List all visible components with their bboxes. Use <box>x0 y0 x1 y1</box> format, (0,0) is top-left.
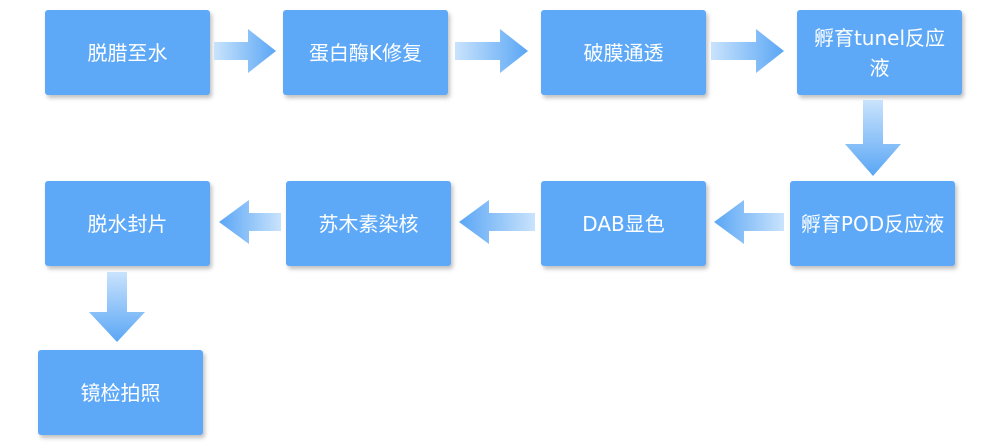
arrow-left-3 <box>219 200 281 244</box>
step-hematoxylin: 苏木素染核 <box>286 181 451 266</box>
arrow-down-2 <box>89 272 145 342</box>
arrow-left-1 <box>714 200 784 244</box>
step-tunel-incubation: 孵育tunel反应液 <box>797 10 962 95</box>
step-proteinase-k-repair: 蛋白酶K修复 <box>283 10 448 95</box>
arrow-right-2 <box>455 29 528 73</box>
step-permeabilize: 破膜通透 <box>541 10 706 95</box>
arrow-right-3 <box>711 29 784 73</box>
step-pod-incubation: 孵育POD反应液 <box>790 181 955 266</box>
arrow-down-1 <box>845 100 901 176</box>
step-microscopy: 镜检拍照 <box>38 350 203 435</box>
step-dehydrate-mount: 脱水封片 <box>45 181 210 266</box>
arrow-right-1 <box>214 29 276 73</box>
arrow-left-2 <box>459 200 535 244</box>
step-dab-staining: DAB显色 <box>541 181 706 266</box>
step-deparaffinize: 脱腊至水 <box>45 10 210 95</box>
